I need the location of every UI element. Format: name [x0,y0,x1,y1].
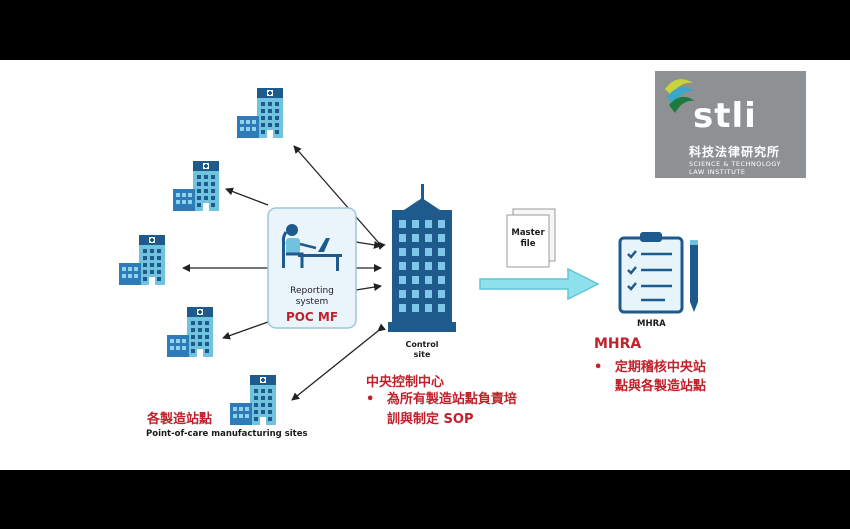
mhra-bullet: • 定期稽核中央站 點與各製造站點 [594,358,706,396]
master-file-icon [506,208,556,268]
building-window [399,304,406,312]
slide: Reporting system POC MF Control site Mas… [0,60,850,470]
building-window [425,220,432,228]
building-window [399,220,406,228]
control-label-line2: site [413,350,431,359]
arrow-hospital-1 [293,145,386,250]
building-window [425,276,432,284]
person-at-desk-icon [281,224,342,271]
hospital-icon-1 [237,88,283,138]
reporting-label-line1: Reporting [290,286,334,296]
building-window [412,262,419,270]
arrow-hospital-2 [225,187,269,206]
master-file-line2: file [520,239,536,249]
building-window [412,234,419,242]
arrow-reporting-3 [355,283,382,292]
clipboard-checklist-icon [618,232,698,314]
poc-mf-label: POC MF [285,310,339,324]
stli-english-line1: SCIENCE & TECHNOLOGY [689,160,782,168]
hospital-icon-3 [119,235,165,285]
diagram-canvas [119,88,698,425]
building-window [399,248,406,256]
mhra-title: MHRA [594,336,642,352]
building-window [438,290,445,298]
building-window [438,234,445,242]
stli-chinese-name: 科技法律研究所 [689,145,781,159]
transfer-arrow [479,267,600,301]
central-bullet-symbol: • [366,392,375,407]
manufacturing-sites-caption: Point-of-care manufacturing sites [146,429,308,439]
stli-wordmark: stli [693,96,757,136]
building-window [438,220,445,228]
control-site-building-icon [388,184,456,332]
connection-arrows [182,145,386,401]
building-window [412,276,419,284]
mhra-bullet-line2: 點與各製造站點 [615,379,707,394]
building-window [438,248,445,256]
building-window [438,304,445,312]
stli-english-line2: LAW INSTITUTE [689,168,746,176]
central-control-title: 中央控制中心 [366,375,445,390]
building-window [425,304,432,312]
central-control-bullet: • 為所有製造站點負責培 訓與制定 SOP [366,390,517,430]
central-bullet-line1: 為所有製造站點負責培 [386,392,517,407]
reporting-system-label: Reporting system [287,286,337,308]
hospital-icon-5 [230,375,276,425]
stli-logo: stli 科技法律研究所 SCIENCE & TECHNOLOGY LAW IN… [655,71,806,178]
hospital-icon-2 [173,161,219,211]
central-bullet-line2: 訓與制定 SOP [387,412,474,427]
building-window [438,276,445,284]
master-file-line1: Master [511,228,545,238]
building-window [399,290,406,298]
mhra-bullet-symbol: • [594,360,603,375]
control-site-label: Control site [398,340,446,360]
arrow-reporting-1 [355,240,382,249]
building-window [438,262,445,270]
mhra-bullet-line1: 定期稽核中央站 [614,360,706,375]
building-window [399,276,406,284]
building-window [412,248,419,256]
building-window [425,290,432,298]
hospital-icon-4 [167,307,213,357]
building-window [399,262,406,270]
mhra-icon-label: MHRA [637,319,666,329]
manufacturing-sites-title: 各製造站點 [147,412,213,427]
reporting-label-line2: system [295,297,329,307]
building-window [425,234,432,242]
arrow-hospital-5 [291,323,386,401]
master-file-label: Master file [509,228,547,250]
building-window [399,234,406,242]
building-window [412,304,419,312]
stli-leaf-icon [665,79,695,113]
building-window [412,290,419,298]
building-window [425,262,432,270]
building-window [425,248,432,256]
building-window [412,220,419,228]
arrow-hospital-4 [222,321,269,340]
control-label-line1: Control [405,340,439,349]
